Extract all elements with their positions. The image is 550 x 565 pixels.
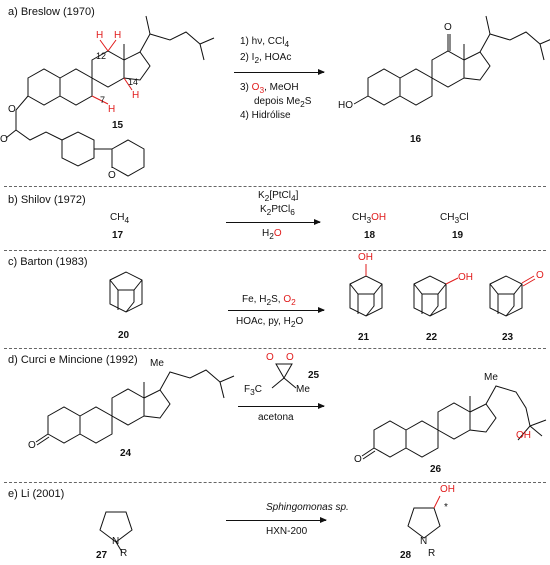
me-label-25: Me [296, 384, 310, 395]
section-d-curci: d) Curci e Mincione (1992) Me O 24 O O F… [0, 350, 550, 480]
compound-20-number: 20 [118, 330, 130, 341]
compound-24-number: 24 [120, 448, 132, 459]
reagent-acetona: acetona [258, 412, 294, 423]
compound-17-number: 17 [112, 230, 124, 241]
methanol-formula: CH3OH [352, 212, 387, 225]
structure-23 [489, 275, 536, 317]
h-label-1: H [96, 30, 104, 41]
structure-16 [353, 15, 550, 106]
reaction-arrow-c [228, 307, 325, 313]
structure-15 [5, 15, 215, 177]
section-c-barton: c) Barton (1983) 20 Fe, H2S, O2 HOAc, py… [0, 252, 550, 346]
compound-22-number: 22 [426, 332, 438, 343]
o-label-carbonyl: O [0, 134, 8, 145]
reagent-step-4: 4) Hidrólise [240, 110, 291, 121]
compound-23-number: 23 [502, 332, 514, 343]
compound-16-number: 16 [410, 134, 422, 145]
reaction-arrow-e [226, 517, 327, 523]
section-b-title: b) Shilov (1972) [8, 194, 86, 206]
section-b-shilov: b) Shilov (1972) K2[PtCl4] K2PtCl6 H2O C… [0, 188, 550, 248]
structure-24 [35, 369, 235, 446]
structure-26 [361, 385, 547, 460]
r-label-27: R [120, 548, 128, 559]
dioxirane-o-1: O [266, 352, 274, 363]
reagent-k2ptcl6: K2PtCl6 [260, 204, 295, 217]
reagent-hxn200: HXN-200 [266, 526, 308, 537]
methane-formula: CH4 [110, 212, 130, 225]
me-label-26: Me [484, 372, 498, 383]
structure-28 [407, 495, 441, 539]
ketone-o-24: O [28, 440, 36, 451]
section-e-title: e) Li (2001) [8, 488, 65, 500]
divider-a [4, 186, 546, 187]
reagent-step-3b: depois Me2S [254, 96, 312, 109]
c14-label: 14 [128, 77, 139, 87]
h-label-3: H [132, 90, 140, 101]
compound-15-number: 15 [112, 120, 124, 131]
oh-label-28: OH [440, 484, 455, 495]
ketone-o-16: O [444, 22, 452, 33]
section-d-title: d) Curci e Mincione (1992) [8, 354, 138, 366]
reaction-arrow-b [226, 219, 321, 225]
f3c-label: F3C [244, 384, 262, 397]
divider-d [4, 482, 546, 483]
reaction-arrow-d [238, 403, 325, 409]
n-label-27: N [112, 536, 120, 547]
reagent-sphingomonas: Sphingomonas sp. [266, 502, 349, 513]
compound-25-number: 25 [308, 370, 320, 381]
reagent-fe-h2s-o2: Fe, H2S, O2 [242, 294, 296, 307]
compound-18-number: 18 [364, 230, 376, 241]
o-label-ester: O [8, 104, 16, 115]
ho-label-16: HO [338, 100, 353, 111]
c7-label: 7 [100, 95, 106, 105]
c12-label: 12 [96, 51, 107, 61]
compound-27-number: 27 [96, 550, 108, 561]
stereo-star-28: * [444, 502, 448, 513]
compound-19-number: 19 [452, 230, 464, 241]
h-label-4: H [108, 104, 116, 115]
ketone-o-26: O [354, 454, 362, 465]
oh-label-26: OH [516, 430, 531, 441]
oh-label-22: OH [458, 272, 473, 283]
section-a-title: a) Breslow (1970) [8, 6, 95, 18]
dioxirane-25 [271, 363, 297, 389]
section-a-breslow: a) Breslow (1970) H H 12 14 7 H H [0, 0, 550, 185]
r-label-28: R [428, 548, 436, 559]
structure-21 [349, 264, 383, 317]
structure-20-adamantane [109, 271, 143, 313]
o-label-23: O [536, 270, 544, 281]
o-label-ketone: O [108, 170, 116, 181]
reaction-arrow-a [234, 69, 325, 75]
compound-26-number: 26 [430, 464, 442, 475]
me-label-24: Me [150, 358, 164, 369]
reagent-step-2: 2) I2, HOAc [240, 52, 292, 65]
oh-label-21: OH [358, 252, 373, 263]
compound-28-number: 28 [400, 550, 412, 561]
reagent-water: H2O [262, 228, 282, 241]
h-label-2: H [114, 30, 122, 41]
dioxirane-o-2: O [286, 352, 294, 363]
chloromethane-formula: CH3Cl [440, 212, 469, 225]
structure-27-pyrrolidine [99, 511, 133, 553]
section-c-title: c) Barton (1983) [8, 256, 88, 268]
n-label-28: N [420, 536, 428, 547]
structure-22 [413, 275, 459, 317]
reagent-k2ptcl4: K2[PtCl4] [258, 190, 299, 203]
divider-b [4, 250, 546, 251]
compound-21-number: 21 [358, 332, 370, 343]
reagent-step-1: 1) hν, CCl4 [240, 36, 290, 49]
reagent-step-3: 3) O3, MeOH [240, 82, 299, 95]
reagent-hoac-py-h2o: HOAc, py, H2O [236, 316, 304, 329]
section-e-li: e) Li (2001) N R 27 Sphingomonas sp. HXN… [0, 484, 550, 564]
divider-c [4, 348, 546, 349]
